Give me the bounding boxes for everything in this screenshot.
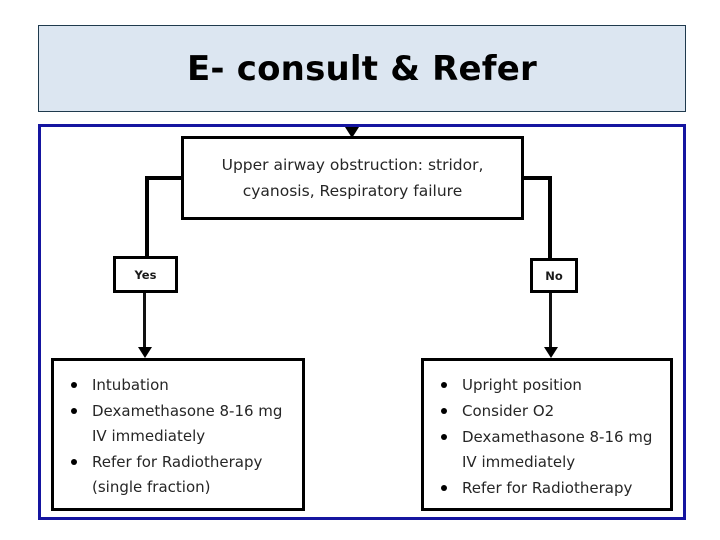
list-item-text: Upright position [462, 376, 582, 394]
list-item-text: Intubation [92, 376, 169, 394]
list-item-text: Dexamethasone 8-16 mg IV immediately [92, 402, 283, 445]
condition-line-1: Upper airway obstruction: stridor, [221, 156, 484, 174]
list-item-text: Dexamethasone 8-16 mg IV immediately [462, 428, 653, 471]
slide-title-banner: E- consult & Refer [38, 25, 686, 112]
connector-condition-to-yes-horizontal [145, 176, 185, 180]
outcome-yes-list: Intubation Dexamethasone 8-16 mg IV imme… [64, 373, 292, 500]
condition-node: Upper airway obstruction: stridor, cyano… [181, 136, 524, 220]
list-item: Dexamethasone 8-16 mg IV immediately [434, 425, 660, 475]
page-title: E- consult & Refer [186, 48, 538, 89]
arrow-no-icon [544, 347, 558, 358]
bullet-icon [71, 408, 77, 414]
flowchart-container: Upper airway obstruction: stridor, cyano… [38, 124, 686, 520]
branch-label-no-text: No [545, 268, 563, 283]
bullet-icon [71, 459, 77, 465]
list-item-text: Consider O2 [462, 402, 555, 420]
connector-condition-to-no-vertical [548, 176, 552, 260]
outcome-no-list: Upright position Consider O2 Dexamethaso… [434, 373, 660, 501]
connector-no-to-outcome [549, 293, 552, 350]
list-item: Intubation [64, 373, 292, 398]
list-item: Upright position [434, 373, 660, 398]
bullet-icon [441, 408, 447, 414]
outcome-node-yes: Intubation Dexamethasone 8-16 mg IV imme… [51, 358, 305, 511]
connector-condition-to-yes-vertical [145, 176, 149, 258]
list-item-text: Refer for Radiotherapy [462, 479, 633, 497]
arrow-yes-icon [138, 347, 152, 358]
bullet-icon [441, 382, 447, 388]
entry-arrow-icon [345, 127, 359, 138]
branch-label-yes-text: Yes [134, 267, 157, 282]
bullet-icon [441, 485, 447, 491]
condition-line-2: cyanosis, Respiratory failure [242, 182, 463, 200]
bullet-icon [71, 382, 77, 388]
list-item: Dexamethasone 8-16 mg IV immediately [64, 399, 292, 449]
list-item: Refer for Radiotherapy (single fraction) [64, 450, 292, 500]
list-item: Refer for Radiotherapy [434, 476, 660, 501]
condition-node-text: Upper airway obstruction: stridor, cyano… [214, 152, 492, 204]
connector-condition-to-no-horizontal [520, 176, 552, 180]
branch-label-no: No [530, 258, 578, 293]
outcome-node-no: Upright position Consider O2 Dexamethaso… [421, 358, 673, 511]
branch-label-yes: Yes [113, 256, 178, 293]
list-item: Consider O2 [434, 399, 660, 424]
list-item-text: Refer for Radiotherapy (single fraction) [92, 453, 263, 496]
bullet-icon [441, 434, 447, 440]
connector-yes-to-outcome [143, 293, 146, 350]
